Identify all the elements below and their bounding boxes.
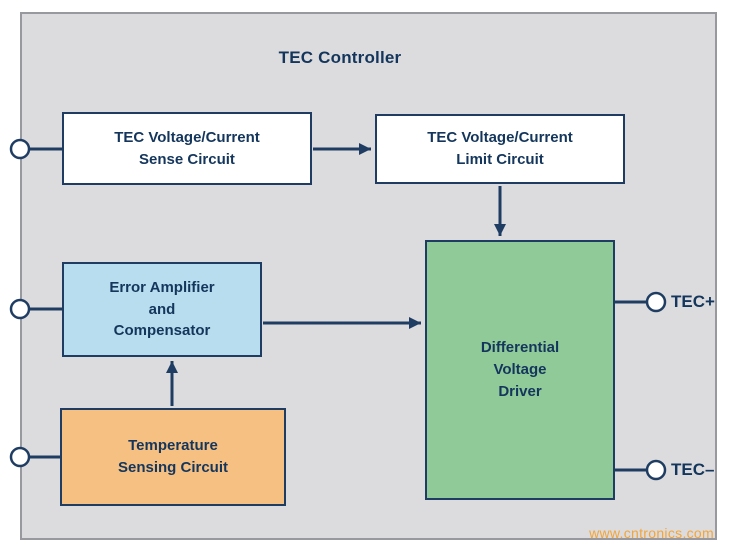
watermark-text: www.cntronics.com: [589, 525, 714, 541]
terminal-label-tec-minus: TEC–: [671, 460, 715, 479]
block-label: Error Amplifier and Compensator: [109, 278, 215, 340]
block-label: Temperature Sensing Circuit: [117, 437, 229, 476]
block-label: TEC Voltage/Current Limit Circuit: [427, 129, 573, 168]
block-label: TEC Voltage/Current Sense Circuit: [114, 128, 260, 168]
block-error-amplifier-compensator: Error Amplifier and Compensator: [62, 262, 262, 357]
block-temperature-sensing-circuit: Temperature Sensing Circuit: [60, 408, 286, 506]
block-differential-voltage-driver: Differential Voltage Driver: [425, 240, 615, 500]
block-label: Differential Voltage Driver: [480, 339, 560, 400]
block-tec-voltage-current-sense-circuit: TEC Voltage/Current Sense Circuit: [62, 112, 312, 185]
terminal-label-tec-plus: TEC+: [671, 292, 715, 311]
block-tec-voltage-current-limit-circuit: TEC Voltage/Current Limit Circuit: [375, 114, 625, 184]
diagram-title: TEC Controller: [278, 48, 402, 67]
